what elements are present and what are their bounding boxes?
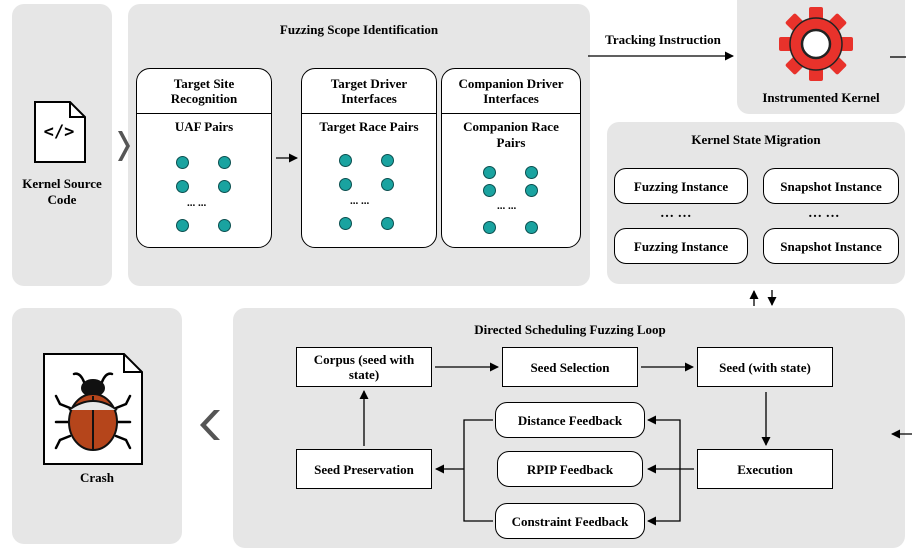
dot xyxy=(176,156,189,169)
companion-driver-header: Companion Driver Interfaces xyxy=(442,69,580,114)
instrumented-kernel-label: Instrumented Kernel xyxy=(762,90,880,105)
corpus-box: Corpus (seed with state) xyxy=(296,347,432,387)
dot xyxy=(525,166,538,179)
dot xyxy=(218,219,231,232)
gear-icon xyxy=(779,7,853,81)
rpip-feedback-box: RPIP Feedback xyxy=(497,451,643,487)
target-site-header: Target Site Recognition xyxy=(137,69,271,114)
dot xyxy=(525,184,538,197)
target-site-column: Target Site Recognition UAF Pairs ... ..… xyxy=(136,68,272,248)
target-driver-sub: Target Race Pairs xyxy=(319,119,419,134)
tracking-instruction-label: Tracking Instruction xyxy=(605,32,721,47)
target-driver-header: Target Driver Interfaces xyxy=(302,69,436,114)
snapshot-instance-1: Snapshot Instance xyxy=(763,168,899,204)
fuzzing-instance-1: Fuzzing Instance xyxy=(614,168,748,204)
companion-driver-column: Companion Driver Interfaces Companion Ra… xyxy=(441,68,581,248)
dot xyxy=(339,217,352,230)
snapshot-instance-2: Snapshot Instance xyxy=(763,228,899,264)
seed-preservation-box: Seed Preservation xyxy=(296,449,432,489)
seed-selection-box: Seed Selection xyxy=(502,347,638,387)
dot xyxy=(381,154,394,167)
fuzzing-instance-2: Fuzzing Instance xyxy=(614,228,748,264)
dot xyxy=(483,184,496,197)
ellipsis: ... ... xyxy=(350,195,370,207)
dot xyxy=(218,180,231,193)
seed-box: Seed (with state) xyxy=(697,347,833,387)
dot xyxy=(381,217,394,230)
execution-box: Execution xyxy=(697,449,833,489)
code-glyph: </> xyxy=(43,122,75,142)
constraint-feedback-box: Constraint Feedback xyxy=(495,503,645,539)
dot xyxy=(218,156,231,169)
dot xyxy=(525,221,538,234)
target-site-sub: UAF Pairs xyxy=(174,119,234,134)
companion-driver-sub: Companion Race Pairs xyxy=(463,119,559,150)
kernel-source-label: Kernel Source Code xyxy=(22,176,102,207)
dot xyxy=(483,166,496,179)
crash-label: Crash xyxy=(80,470,114,485)
state-migration-title: Kernel State Migration xyxy=(691,132,821,147)
dot xyxy=(176,180,189,193)
ellipsis: … … xyxy=(660,206,692,221)
ellipsis: … … xyxy=(808,206,840,221)
dot xyxy=(176,219,189,232)
fuzzing-loop-title: Directed Scheduling Fuzzing Loop xyxy=(474,322,666,337)
ellipsis: ... ... xyxy=(497,200,517,212)
distance-feedback-box: Distance Feedback xyxy=(495,402,645,438)
target-driver-column: Target Driver Interfaces Target Race Pai… xyxy=(301,68,437,248)
fuzzing-scope-title: Fuzzing Scope Identification xyxy=(279,22,439,37)
dot xyxy=(381,178,394,191)
bug-document-icon xyxy=(43,353,143,465)
code-file-icon xyxy=(34,101,86,163)
dot xyxy=(339,178,352,191)
dot xyxy=(483,221,496,234)
dot xyxy=(339,154,352,167)
ellipsis: ... ... xyxy=(187,197,207,209)
